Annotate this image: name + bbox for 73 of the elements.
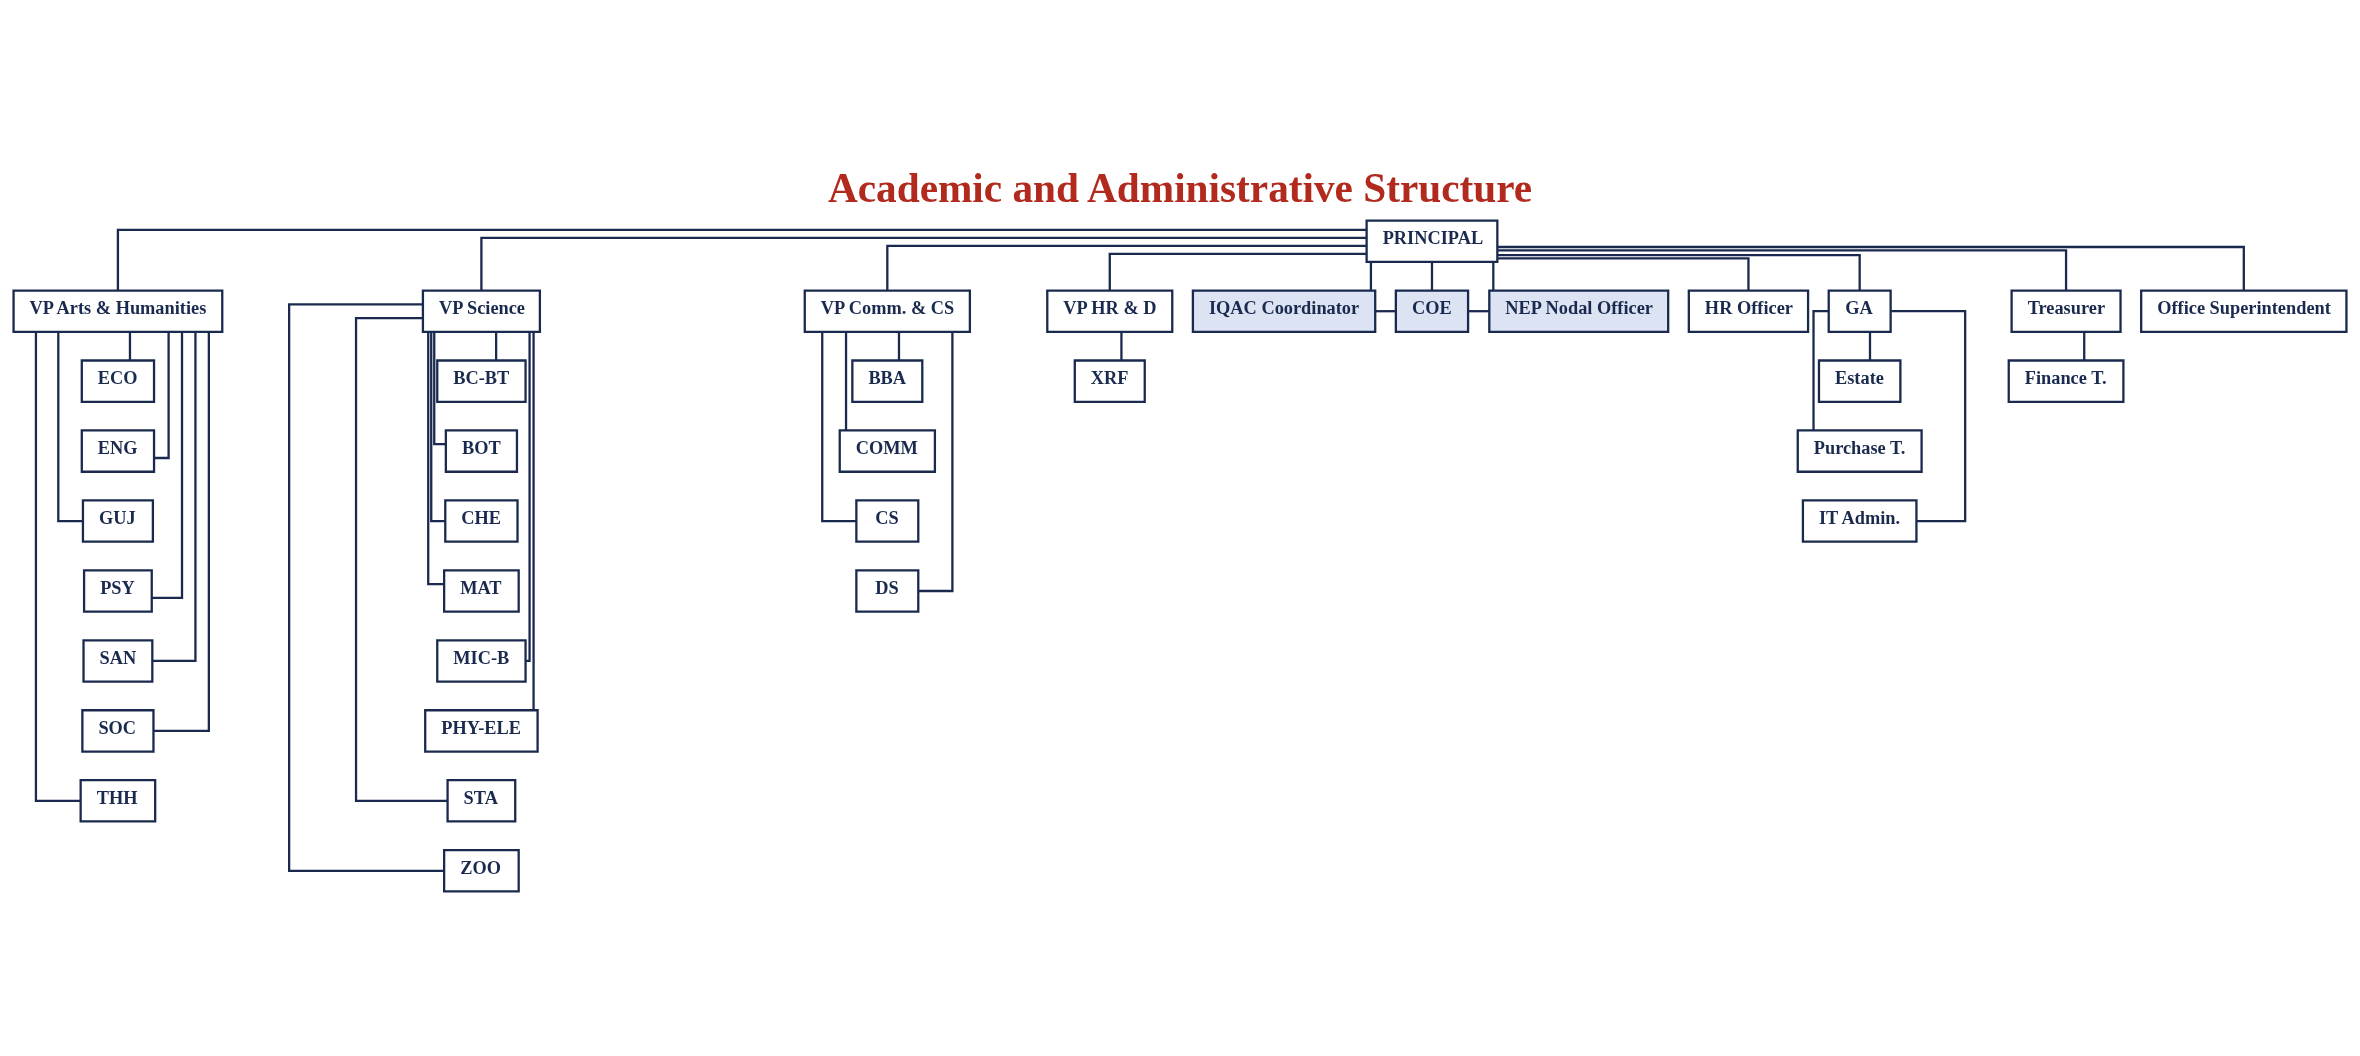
- node-box: IT Admin.: [1801, 498, 1918, 543]
- diagram-title: Academic and Administrative Structure: [827, 164, 1533, 211]
- node-box: VP Science: [421, 288, 542, 333]
- connector: [1468, 309, 1489, 312]
- connector: [153, 331, 210, 732]
- node-box: Estate: [1817, 358, 1902, 403]
- connector: [918, 331, 954, 592]
- connector: [354, 316, 448, 802]
- node-box: STA: [446, 778, 517, 823]
- node-box: ECO: [80, 358, 156, 403]
- node-box: SAN: [82, 638, 154, 683]
- node-box: BOT: [444, 428, 519, 473]
- connector: [480, 236, 1367, 290]
- connector: [152, 331, 197, 662]
- connector: [430, 331, 445, 522]
- node-box: PSY: [82, 568, 153, 613]
- connector: [1812, 309, 1829, 430]
- node-box: GUJ: [81, 498, 155, 543]
- connector: [116, 228, 1367, 290]
- connector: [288, 302, 444, 872]
- node-box: Office Superintendent: [2140, 288, 2348, 333]
- node-box: DS: [855, 568, 920, 613]
- connector: [1120, 331, 1123, 360]
- node-box: PHY-ELE: [424, 708, 539, 753]
- node-box: MIC-B: [436, 638, 527, 683]
- node-box: MAT: [443, 568, 520, 613]
- connector: [433, 331, 446, 445]
- node-box: IQAC Coordinator: [1191, 288, 1377, 333]
- node-box: Finance T.: [2007, 358, 2125, 403]
- connector: [525, 331, 531, 662]
- node-box: SOC: [81, 708, 155, 753]
- connector: [494, 331, 498, 360]
- connector: [844, 331, 848, 430]
- connector: [34, 331, 81, 802]
- node-box: VP HR & D: [1046, 288, 1174, 333]
- connector: [1497, 245, 2245, 291]
- node-box: COE: [1394, 288, 1470, 333]
- node-box: BC-BT: [436, 358, 527, 403]
- connector: [1108, 252, 1367, 290]
- connector: [151, 331, 184, 599]
- connector: [897, 331, 901, 360]
- connector: [2083, 331, 2086, 360]
- node-box: XRF: [1073, 358, 1146, 403]
- node-box: HR Officer: [1687, 288, 1810, 333]
- node-box: THH: [79, 778, 157, 823]
- connector: [532, 331, 535, 710]
- node-box: COMM: [838, 428, 937, 473]
- connector: [128, 331, 132, 360]
- node-box: GA: [1827, 288, 1892, 333]
- node-box: ZOO: [443, 848, 520, 893]
- node-box: NEP Nodal Officer: [1488, 288, 1670, 333]
- node-box: PRINCIPAL: [1365, 219, 1499, 263]
- connector: [154, 331, 170, 459]
- node-box: CS: [855, 498, 920, 543]
- connector: [57, 331, 83, 522]
- connector: [1497, 253, 1861, 290]
- connector: [1868, 331, 1872, 360]
- node-box: CHE: [444, 498, 519, 543]
- node-box: ENG: [80, 428, 156, 473]
- connector: [1492, 261, 1495, 290]
- node-box: VP Arts & Humanities: [12, 288, 224, 333]
- connector: [1497, 256, 1750, 290]
- connector: [1430, 261, 1434, 290]
- node-box: BBA: [851, 358, 924, 403]
- connector: [886, 244, 1367, 291]
- connector: [1497, 248, 2068, 290]
- connector: [1369, 261, 1373, 290]
- node-box: Purchase T.: [1796, 428, 1923, 473]
- node-box: Treasurer: [2010, 288, 2122, 333]
- connector: [1890, 309, 1967, 522]
- connector: [427, 331, 444, 585]
- connector: [1375, 309, 1396, 312]
- node-box: VP Comm. & CS: [803, 288, 972, 333]
